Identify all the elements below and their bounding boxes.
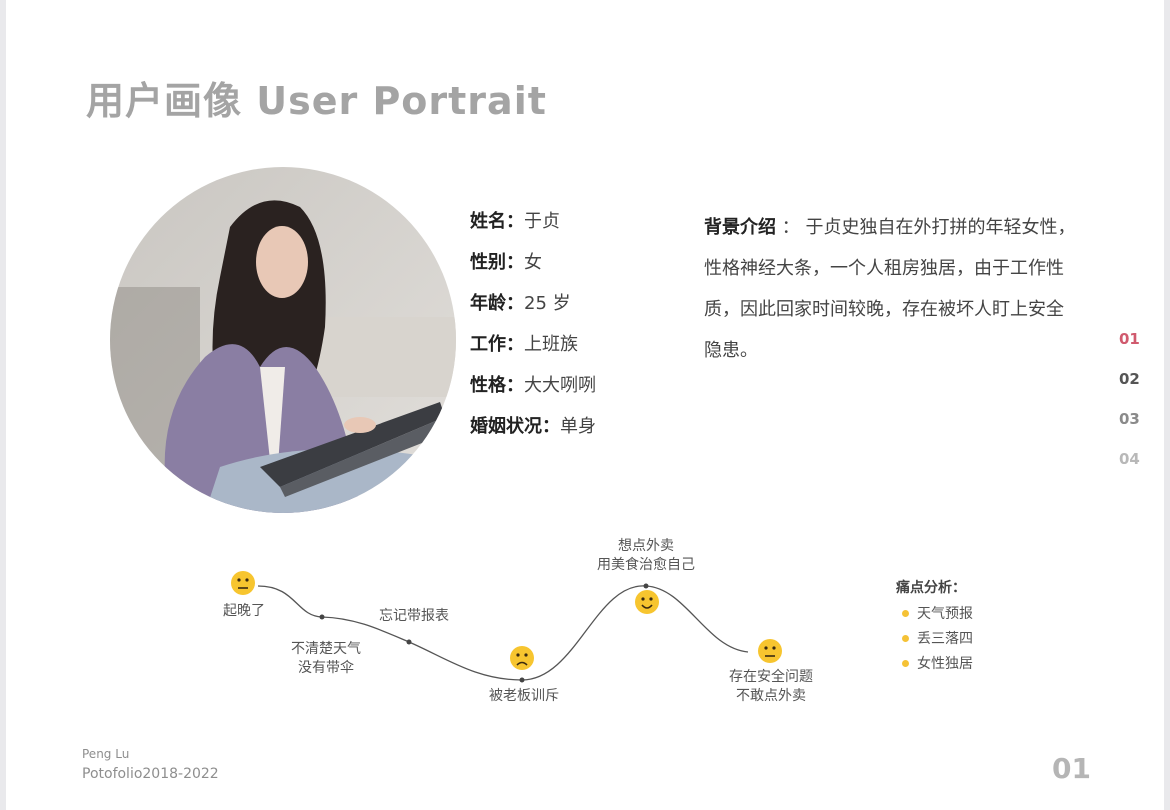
user-journey-map: 起晚了 不清楚天气 没有带伞 忘记带报表 被老板训斥 想点外卖 用美食治愈自己 …	[6, 520, 1164, 720]
happy-face-icon	[635, 590, 659, 614]
slide-page: 用户画像 User Portrait	[6, 0, 1164, 810]
footer-author: Peng Lu	[82, 747, 130, 761]
profile-age: 年龄：25 岁	[470, 289, 596, 330]
profile-marital: 婚姻状况：单身	[470, 412, 596, 453]
user-photo	[110, 167, 456, 513]
profile-value: 上班族	[524, 334, 578, 355]
journey-point	[519, 677, 525, 683]
journey-stage-label: 忘记带报表	[379, 608, 449, 624]
neutral-face-icon	[231, 571, 255, 595]
journey-stage-label: 存在安全问题 不敢点外卖	[729, 669, 813, 704]
section-nav: 01 02 03 04	[1119, 330, 1140, 490]
background-intro: 背景介绍 ： 于贞史独自在外打拼的年轻女性，性格神经大条，一个人租房独居，由于工…	[704, 207, 1076, 371]
bullet-icon	[902, 635, 909, 642]
bullet-icon	[902, 660, 909, 667]
journey-point	[319, 614, 325, 620]
pain-points: 痛点分析： 天气预报 丢三落四 女性独居	[896, 577, 973, 678]
nav-item-01[interactable]: 01	[1119, 330, 1140, 348]
journey-stage-label: 起晚了	[223, 603, 265, 619]
neutral-face-icon	[758, 639, 782, 663]
profile-info: 姓名：于贞 性别：女 年龄：25 岁 工作：上班族 性格：大大咧咧 婚姻状况：单…	[470, 207, 596, 453]
pain-point-text: 丢三落四	[917, 631, 973, 647]
journey-stage-label: 想点外卖 用美食治愈自己	[597, 538, 695, 573]
background-separator: ：	[776, 217, 806, 238]
pain-point-item: 女性独居	[896, 653, 973, 678]
profile-value: 于贞	[524, 211, 560, 232]
profile-value: 大大咧咧	[524, 375, 596, 396]
pain-points-title: 痛点分析：	[896, 580, 966, 596]
profile-gender: 性别：女	[470, 248, 596, 289]
footer-portfolio-years: Potofolio2018-2022	[82, 766, 219, 782]
pain-point-item: 天气预报	[896, 603, 973, 628]
background-label: 背景介绍	[704, 217, 776, 238]
nav-item-02[interactable]: 02	[1119, 370, 1140, 388]
profile-value: 女	[524, 252, 542, 273]
sad-face-icon	[510, 646, 534, 670]
nav-item-04[interactable]: 04	[1119, 450, 1140, 468]
pain-point-text: 女性独居	[917, 656, 973, 672]
journey-curve-svg	[231, 571, 782, 683]
profile-label: 年龄：	[470, 293, 524, 314]
page-title: 用户画像 User Portrait	[86, 79, 547, 123]
profile-job: 工作：上班族	[470, 330, 596, 371]
bullet-icon	[902, 610, 909, 617]
profile-name: 姓名：于贞	[470, 207, 596, 248]
profile-value: 单身	[560, 416, 596, 437]
journey-point	[406, 639, 412, 645]
profile-label: 婚姻状况：	[470, 416, 560, 437]
nav-item-03[interactable]: 03	[1119, 410, 1140, 428]
background-text: 于贞史独自在外打拼的年轻女性，性格神经大条，一个人租房独居，由于工作性质，因此回…	[704, 217, 1076, 361]
profile-value: 25 岁	[524, 293, 571, 314]
journey-point	[643, 583, 649, 589]
journey-stage-label: 被老板训斥	[489, 688, 559, 704]
profile-label: 性别：	[470, 252, 524, 273]
profile-label: 姓名：	[470, 211, 524, 232]
profile-label: 工作：	[470, 334, 524, 355]
journey-stage-label: 不清楚天气 没有带伞	[291, 641, 361, 676]
profile-label: 性格：	[470, 375, 524, 396]
pain-point-item: 丢三落四	[896, 628, 973, 653]
profile-personality: 性格：大大咧咧	[470, 371, 596, 412]
pain-point-text: 天气预报	[917, 606, 973, 622]
page-number: 01	[1052, 752, 1091, 785]
